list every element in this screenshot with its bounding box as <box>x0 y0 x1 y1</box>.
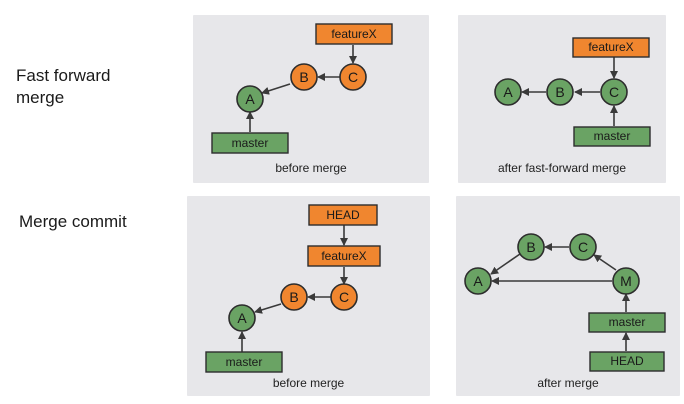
commit-b: B <box>280 283 308 311</box>
svg-text:master: master <box>226 355 263 369</box>
svg-text:featureX: featureX <box>588 40 633 54</box>
svg-text:A: A <box>245 91 255 107</box>
ff-after-diagram: featureX C B A master <box>494 37 651 147</box>
svg-text:A: A <box>473 273 483 289</box>
edge-b-to-a <box>261 83 291 95</box>
svg-text:C: C <box>609 84 619 100</box>
svg-text:C: C <box>339 289 349 305</box>
branch-label-featurex: featureX <box>307 245 381 267</box>
edge-m-to-c <box>593 254 617 271</box>
branch-label-featurex: featureX <box>315 23 393 45</box>
commit-c: C <box>569 233 597 261</box>
label-head: HEAD <box>589 351 665 372</box>
branch-label-master: master <box>205 351 283 373</box>
svg-text:C: C <box>348 69 358 85</box>
caption-ff-after: after fast-forward merge <box>497 161 627 175</box>
commit-b: B <box>546 78 574 106</box>
panel-ff-after: featureX C B A master after fast-forward… <box>458 15 666 183</box>
caption-ff-before: before merge <box>275 161 347 175</box>
edge-b-to-a <box>490 253 521 275</box>
branch-label-master: master <box>573 126 651 147</box>
edge-b-to-a <box>254 303 282 314</box>
svg-text:B: B <box>526 239 535 255</box>
svg-text:C: C <box>578 239 588 255</box>
commit-m: M <box>612 267 640 295</box>
commit-c: C <box>600 78 628 106</box>
commit-b: B <box>290 63 318 91</box>
svg-text:master: master <box>609 315 646 329</box>
svg-text:B: B <box>289 289 298 305</box>
branch-label-master: master <box>588 312 666 333</box>
svg-text:B: B <box>299 69 308 85</box>
commit-a: A <box>228 304 256 332</box>
commit-c: C <box>339 63 367 91</box>
svg-text:HEAD: HEAD <box>326 208 360 222</box>
svg-text:A: A <box>237 310 247 326</box>
svg-text:B: B <box>555 84 564 100</box>
svg-text:featureX: featureX <box>321 249 366 263</box>
commit-a: A <box>464 267 492 295</box>
mc-after-diagram: B C A M master HEAD <box>464 233 666 372</box>
label-head: HEAD <box>308 204 378 226</box>
commit-b: B <box>517 233 545 261</box>
mc-before-diagram: HEAD featureX C B A master <box>205 204 381 373</box>
svg-text:A: A <box>503 84 513 100</box>
svg-text:master: master <box>594 129 631 143</box>
panel-ff-before: featureX C B A master before merge <box>193 15 429 183</box>
svg-text:M: M <box>620 273 632 289</box>
panel-mc-after: B C A M master HEAD after merge <box>456 196 680 396</box>
commit-c: C <box>330 283 358 311</box>
ff-before-diagram: featureX C B A master <box>211 23 393 154</box>
svg-text:HEAD: HEAD <box>610 354 644 368</box>
branch-label-master: master <box>211 132 289 154</box>
caption-mc-before: before merge <box>272 376 345 390</box>
commit-a: A <box>236 85 264 113</box>
heading-fast-forward-merge: Fast forward merge <box>16 66 111 107</box>
svg-text:master: master <box>232 136 269 150</box>
panel-mc-before: HEAD featureX C B A master before merge <box>187 196 430 396</box>
commit-a: A <box>494 78 522 106</box>
heading-merge-commit: Merge commit <box>19 212 127 231</box>
svg-text:featureX: featureX <box>331 27 376 41</box>
caption-mc-after: after merge <box>537 376 599 390</box>
branch-label-featurex: featureX <box>572 37 650 58</box>
